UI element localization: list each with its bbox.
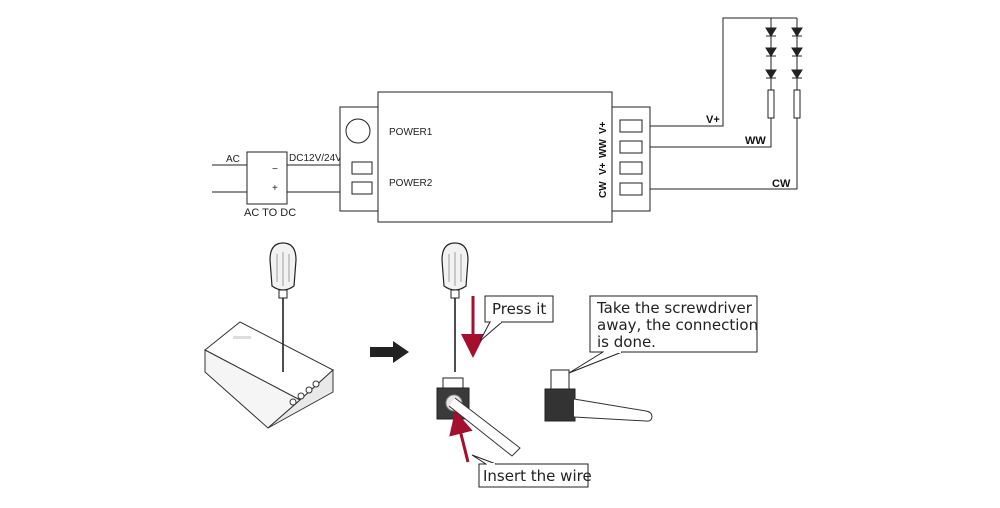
converter-plus-label: +	[272, 183, 278, 194]
screwdriver-press-icon	[441, 242, 469, 372]
next-step-arrow-icon	[370, 341, 409, 363]
done-line-3: is done.	[597, 333, 656, 351]
box-terminal-dots	[289, 380, 320, 406]
power1-knob	[345, 118, 371, 144]
led-diode-icon	[765, 47, 777, 57]
resistor-icon	[793, 89, 801, 119]
insert-arrow-icon	[449, 410, 473, 463]
ac-to-dc-converter: − +	[246, 151, 288, 205]
ac-input-lines	[212, 164, 247, 193]
led-diode-icon	[791, 27, 803, 37]
screwdriver-icon	[269, 242, 297, 372]
dc-voltage-label: DC12V/24V	[289, 153, 342, 164]
done-line-1: Take the screwdriver	[596, 299, 753, 317]
terminal-block-done	[544, 369, 576, 422]
converter-minus-label: −	[272, 164, 278, 175]
power1-label: POWER1	[389, 127, 433, 138]
terminal-label-ww: WW	[598, 139, 609, 158]
output-terminal-4	[619, 182, 643, 196]
led-diode-icon	[791, 69, 803, 79]
ac-label: AC	[226, 154, 240, 165]
terminal-label-cw: CW	[598, 181, 609, 198]
resistor-icon	[767, 89, 775, 119]
led-diode-icon	[765, 69, 777, 79]
terminal-label-v-plus-1: V+	[598, 121, 609, 134]
wire-label-ww: WW	[745, 135, 766, 147]
press-it-callout: Press it	[479, 295, 554, 342]
terminal-label-v-plus-2: V+	[598, 162, 609, 175]
output-wires	[650, 17, 798, 190]
done-line-2: away, the connection	[597, 316, 758, 334]
controller-body	[339, 91, 651, 223]
wire-label-cw: CW	[772, 178, 791, 190]
wire-connected	[573, 398, 653, 422]
wire-label-v-plus: V+	[706, 114, 720, 126]
dc-output-lines	[287, 164, 340, 193]
led-diode-icon	[791, 47, 803, 57]
press-it-label: Press it	[492, 300, 546, 318]
led-string-cw	[791, 18, 803, 119]
output-terminal-1	[619, 119, 643, 133]
converter-caption: AC TO DC	[244, 207, 296, 219]
power2-terminal-2	[351, 181, 373, 195]
insert-wire-callout: Insert the wire	[471, 454, 592, 488]
power2-terminal-1	[351, 161, 373, 175]
power2-label: POWER2	[389, 178, 433, 189]
done-callout: Take the screwdriver away, the connectio…	[568, 295, 758, 374]
insert-wire-label: Insert the wire	[483, 467, 592, 485]
output-terminal-3	[619, 161, 643, 175]
output-terminal-2	[619, 140, 643, 154]
controller-box-3d	[204, 321, 334, 429]
led-diode-icon	[765, 27, 777, 37]
led-string-ww	[765, 18, 777, 119]
